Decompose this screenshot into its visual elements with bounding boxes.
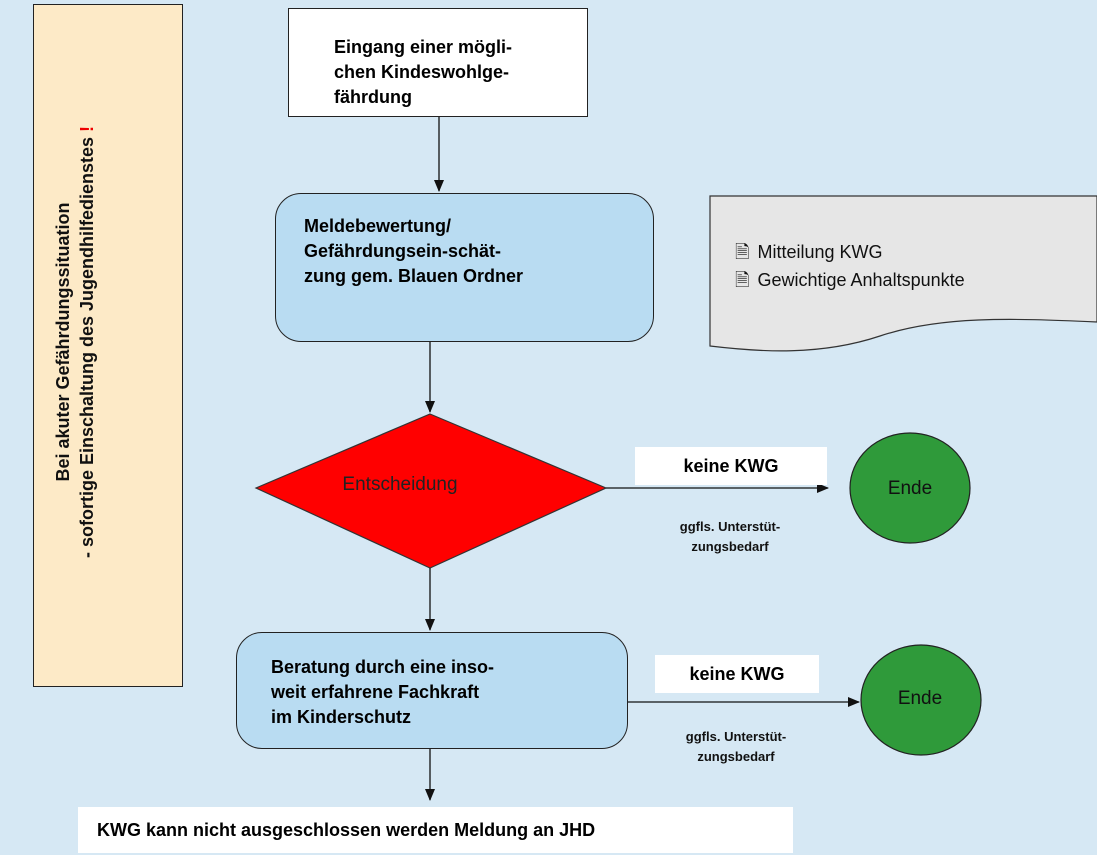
no-kwg-label-2: keine KWG <box>655 655 819 693</box>
exclamation-mark: ! <box>77 125 97 132</box>
no-kwg-label-1: keine KWG <box>635 447 827 485</box>
note-item-text: Gewichtige Anhaltspunkte <box>757 270 965 290</box>
assessment-line2: Gefährdungsein-schät- <box>304 241 502 261</box>
support-note-1: ggfls. Unterstüt- zungsbedarf <box>640 517 820 557</box>
consultation-line1: Beratung durch eine inso- <box>271 657 495 677</box>
acute-danger-line2: - sofortige Einschaltung des Jugendhilfe… <box>77 136 97 559</box>
support-note-2-line2: zungsbedarf <box>697 749 775 764</box>
consultation-line2: weit erfahrene Fachkraft <box>271 682 480 702</box>
document-icon: 🗎 <box>735 242 750 262</box>
support-note-2-line1: ggfls. Unterstüt- <box>685 729 787 744</box>
end-label-1: Ende <box>887 478 933 499</box>
support-note-2: ggfls. Unterstüt- zungsbedarf <box>654 727 818 767</box>
consultation-box: Beratung durch eine inso- weit erfahrene… <box>236 632 628 749</box>
assessment-line3: zung gem. Blauen Ordner <box>304 266 524 286</box>
assessment-line1: Meldebewertung/ <box>304 216 452 236</box>
note-item: 🗎 Gewichtige Anhaltspunkte <box>735 266 965 294</box>
support-note-1-line2: zungsbedarf <box>691 539 769 554</box>
support-note-1-line1: ggfls. Unterstüt- <box>679 519 781 534</box>
start-line1: Eingang einer mögli- <box>334 37 513 57</box>
acute-danger-text: Bei akuter Gefährdungssituation - sofort… <box>51 12 99 672</box>
decision-label: Entscheidung <box>342 474 458 495</box>
end-label-2: Ende <box>897 688 943 709</box>
note-item: 🗎 Mitteilung KWG <box>735 238 965 266</box>
end-circle-2 <box>860 644 982 756</box>
start-line3: fährdung <box>334 87 412 107</box>
start-box: Eingang einer mögli- chen Kindeswohlge- … <box>288 8 588 117</box>
note-document-shape <box>709 195 1097 352</box>
consultation-line3: im Kinderschutz <box>271 707 412 727</box>
document-icon: 🗎 <box>735 270 750 290</box>
assessment-box: Meldebewertung/ Gefährdungsein-schät- zu… <box>275 193 654 342</box>
start-line2: chen Kindeswohlge- <box>334 62 510 82</box>
acute-danger-line1: Bei akuter Gefährdungssituation <box>53 202 73 482</box>
note-item-text: Mitteilung KWG <box>757 242 883 262</box>
note-list: 🗎 Mitteilung KWG 🗎 Gewichtige Anhaltspunkt… <box>735 238 965 294</box>
report-to-jhd-box: KWG kann nicht ausgeschlossen werden Mel… <box>78 807 793 853</box>
end-circle-1 <box>849 432 971 544</box>
acute-danger-panel <box>33 4 183 687</box>
